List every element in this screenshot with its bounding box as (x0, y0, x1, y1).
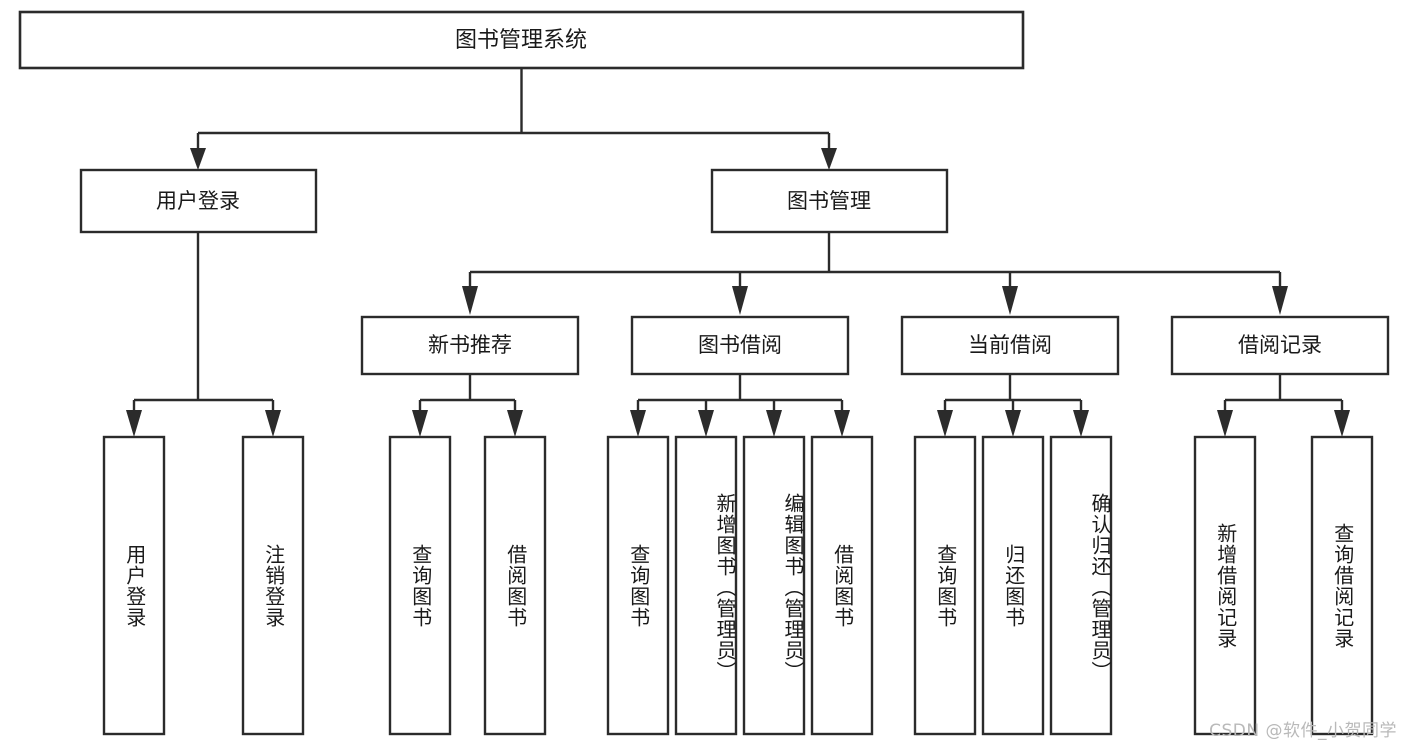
leaf-box-book-borrow-4[interactable] (810, 435, 874, 736)
node-book-borrow-box[interactable] (630, 315, 850, 376)
arrowhead-leaf-book-borrow-3 (766, 410, 782, 437)
node-root-label: 图书管理系统 (455, 28, 587, 53)
node-borrow-record-box[interactable] (1170, 315, 1390, 376)
arrowhead-borrow-record (1272, 286, 1288, 315)
leaf-box-borrow-record-1[interactable] (1193, 435, 1257, 736)
arrowhead-leaf-book-borrow-2 (698, 410, 714, 437)
arrowhead-book-manage (821, 148, 837, 170)
arrowhead-leaf-borrow-record-1 (1217, 410, 1233, 437)
node-root-box[interactable] (18, 10, 1025, 70)
leaf-box-current-borrow-1[interactable] (913, 435, 977, 736)
leaf-box-book-borrow-3[interactable] (742, 435, 806, 736)
arrowhead-leaf-current-borrow-3 (1073, 410, 1089, 437)
leaf-box-new-book-1[interactable] (388, 435, 452, 736)
arrowhead-book-borrow (732, 286, 748, 315)
leaf-box-user-login-2[interactable] (241, 435, 305, 736)
leaf-box-book-borrow-1[interactable] (606, 435, 670, 736)
node-new-book-recommend-label: 新书推荐 (428, 333, 512, 357)
arrowhead-user-login (190, 148, 206, 170)
arrowhead-leaf-current-borrow-1 (937, 410, 953, 437)
node-new-book-recommend[interactable]: 新书推荐 (360, 315, 580, 376)
leaf-box-current-borrow-3[interactable] (1049, 435, 1113, 736)
arrowhead-new-book-recommend (462, 286, 478, 315)
leaf-box-borrow-record-2[interactable] (1310, 435, 1374, 736)
node-root[interactable]: 图书管理系统 (18, 10, 1025, 70)
leaf-boxes (102, 435, 1374, 736)
node-user-login[interactable]: 用户登录 (79, 168, 318, 234)
node-book-borrow-label: 图书借阅 (698, 333, 782, 357)
arrowhead-leaf-current-borrow-2 (1005, 410, 1021, 437)
node-borrow-record-label: 借阅记录 (1238, 333, 1322, 357)
csdn-watermark: CSDN @软件_小贺同学 (1209, 721, 1397, 741)
arrowhead-leaf-borrow-record-2 (1334, 410, 1350, 437)
arrowhead-leaf-user-login-1 (126, 410, 142, 437)
leaf-box-current-borrow-2[interactable] (981, 435, 1045, 736)
arrowhead-leaf-user-login-2 (265, 410, 281, 437)
arrowhead-leaf-new-book-1 (412, 410, 428, 437)
node-user-login-box[interactable] (79, 168, 318, 234)
node-new-book-recommend-box[interactable] (360, 315, 580, 376)
node-current-borrow-label: 当前借阅 (968, 333, 1052, 357)
leaf-box-new-book-2[interactable] (483, 435, 547, 736)
arrowhead-leaf-book-borrow-1 (630, 410, 646, 437)
node-borrow-record[interactable]: 借阅记录 (1170, 315, 1390, 376)
node-user-login-label: 用户登录 (156, 189, 240, 213)
connectors (126, 68, 1350, 437)
node-current-borrow-box[interactable] (900, 315, 1120, 376)
node-current-borrow[interactable]: 当前借阅 (900, 315, 1120, 376)
node-book-borrow[interactable]: 图书借阅 (630, 315, 850, 376)
arrowhead-leaf-book-borrow-4 (834, 410, 850, 437)
leaf-box-book-borrow-2[interactable] (674, 435, 738, 736)
node-book-manage-box[interactable] (710, 168, 949, 234)
arrowhead-leaf-new-book-2 (507, 410, 523, 437)
node-book-manage[interactable]: 图书管理 (710, 168, 949, 234)
leaf-box-user-login-1[interactable] (102, 435, 166, 736)
arrowhead-current-borrow (1002, 286, 1018, 315)
node-book-manage-label: 图书管理 (787, 189, 871, 213)
